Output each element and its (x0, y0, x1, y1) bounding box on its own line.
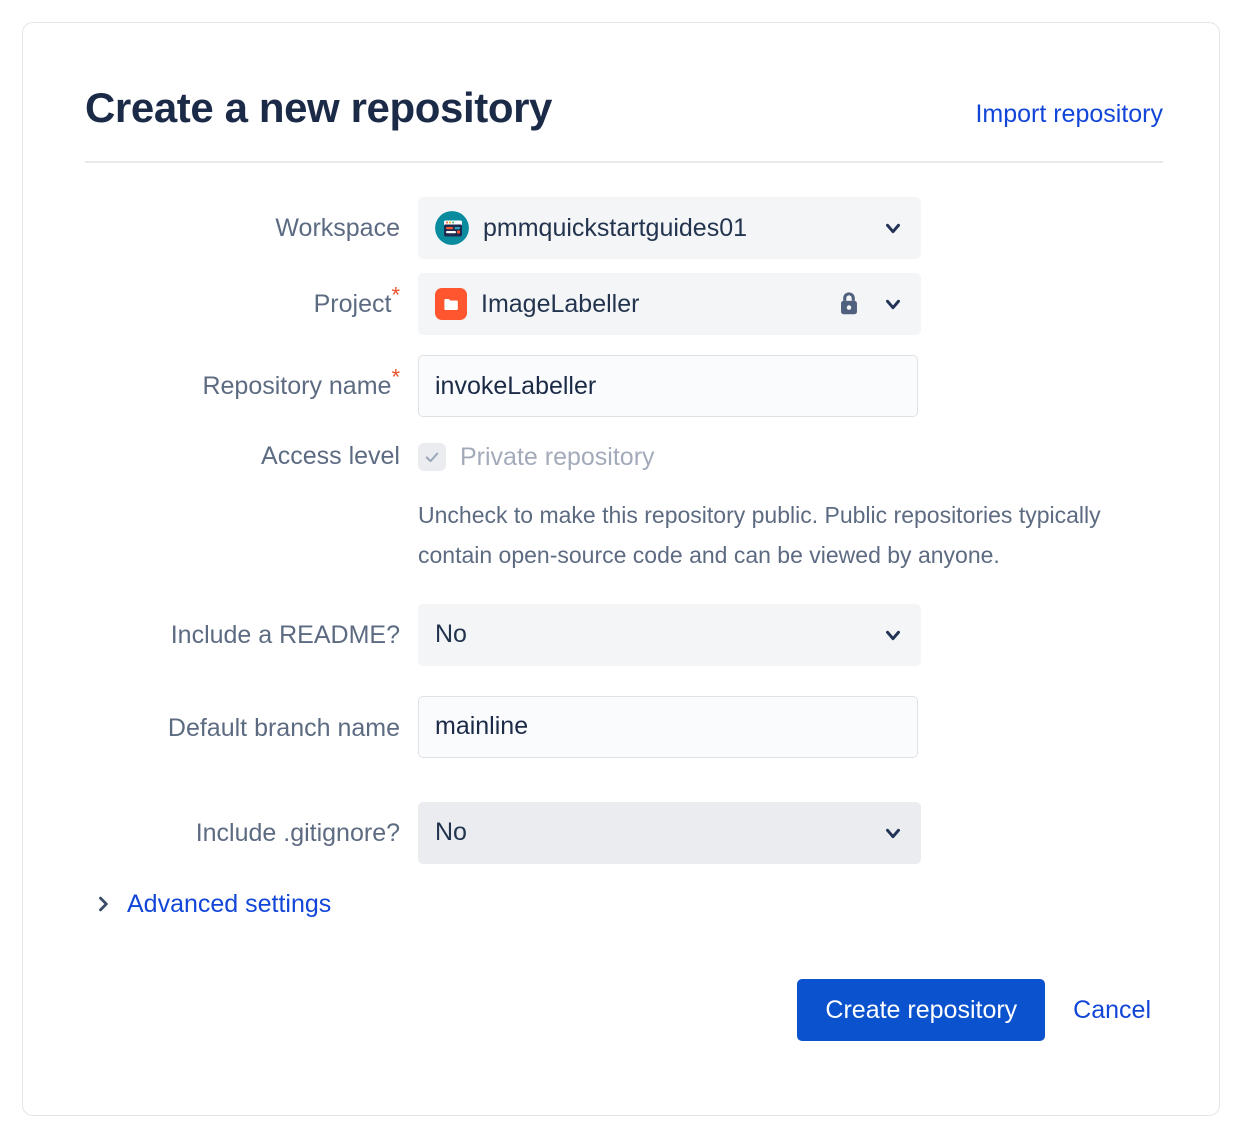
include-gitignore-label: Include .gitignore? (195, 818, 400, 847)
access-level-label: Access level (261, 442, 400, 470)
workspace-select[interactable]: pmmquickstartguides01 (418, 197, 921, 259)
access-level-helptext: Uncheck to make this repository public. … (418, 502, 1101, 569)
repository-name-input[interactable]: invokeLabeller (418, 355, 918, 417)
form-actions: Create repository Cancel (797, 979, 1157, 1041)
advanced-settings-label: Advanced settings (127, 889, 332, 918)
chevron-right-icon (93, 894, 113, 914)
workspace-row: Workspace (85, 197, 1163, 273)
include-readme-label: Include a README? (170, 620, 400, 649)
header-divider (85, 161, 1163, 163)
cancel-button[interactable]: Cancel (1067, 995, 1157, 1026)
import-repository-link[interactable]: Import repository (975, 100, 1163, 128)
workspace-avatar-icon (435, 211, 469, 245)
include-gitignore-value: No (435, 818, 467, 846)
project-label: Project* (85, 273, 418, 320)
include-readme-row: Include a README? No (85, 603, 1163, 696)
private-repository-label: Private repository (460, 442, 655, 471)
default-branch-label: Default branch name (167, 713, 400, 742)
chevron-down-icon (882, 822, 904, 844)
repository-name-label: Repository name* (85, 355, 418, 402)
project-row: Project* ImageLabeller (85, 273, 1163, 355)
private-repository-checkbox (418, 443, 446, 471)
page-title: Create a new repository (85, 84, 552, 131)
create-repository-button[interactable]: Create repository (797, 979, 1046, 1041)
repository-name-row: Repository name* invokeLabeller (85, 355, 1163, 437)
card-header: Create a new repository Import repositor… (85, 83, 1163, 133)
chevron-down-icon (882, 217, 904, 239)
include-readme-value: No (435, 620, 467, 648)
lock-icon (836, 290, 862, 318)
include-gitignore-select[interactable]: No (418, 801, 921, 864)
project-label-text: Project (313, 290, 392, 318)
chevron-down-icon (882, 624, 904, 646)
repository-name-label-text: Repository name (202, 372, 392, 400)
project-select[interactable]: ImageLabeller (418, 273, 921, 335)
repository-name-required-marker: * (391, 364, 400, 390)
include-readme-select[interactable]: No (418, 603, 921, 666)
chevron-down-icon (882, 293, 904, 315)
project-required-marker: * (391, 282, 400, 308)
create-repository-card: Create a new repository Import repositor… (22, 22, 1220, 1116)
default-branch-row: Default branch name mainline (85, 695, 1163, 802)
private-repository-checkbox-row[interactable]: Private repository (418, 437, 1163, 477)
create-repository-form: Workspace (85, 197, 1163, 919)
default-branch-input[interactable]: mainline (418, 695, 918, 758)
workspace-label: Workspace (275, 214, 400, 242)
project-folder-icon (435, 288, 467, 320)
include-gitignore-row: Include .gitignore? No (85, 801, 1163, 864)
workspace-value: pmmquickstartguides01 (483, 213, 748, 242)
advanced-settings-toggle[interactable]: Advanced settings (93, 890, 1163, 919)
access-level-row: Access level Private repository Uncheck … (85, 437, 1163, 576)
project-value: ImageLabeller (481, 289, 640, 318)
checkmark-icon (425, 452, 439, 463)
